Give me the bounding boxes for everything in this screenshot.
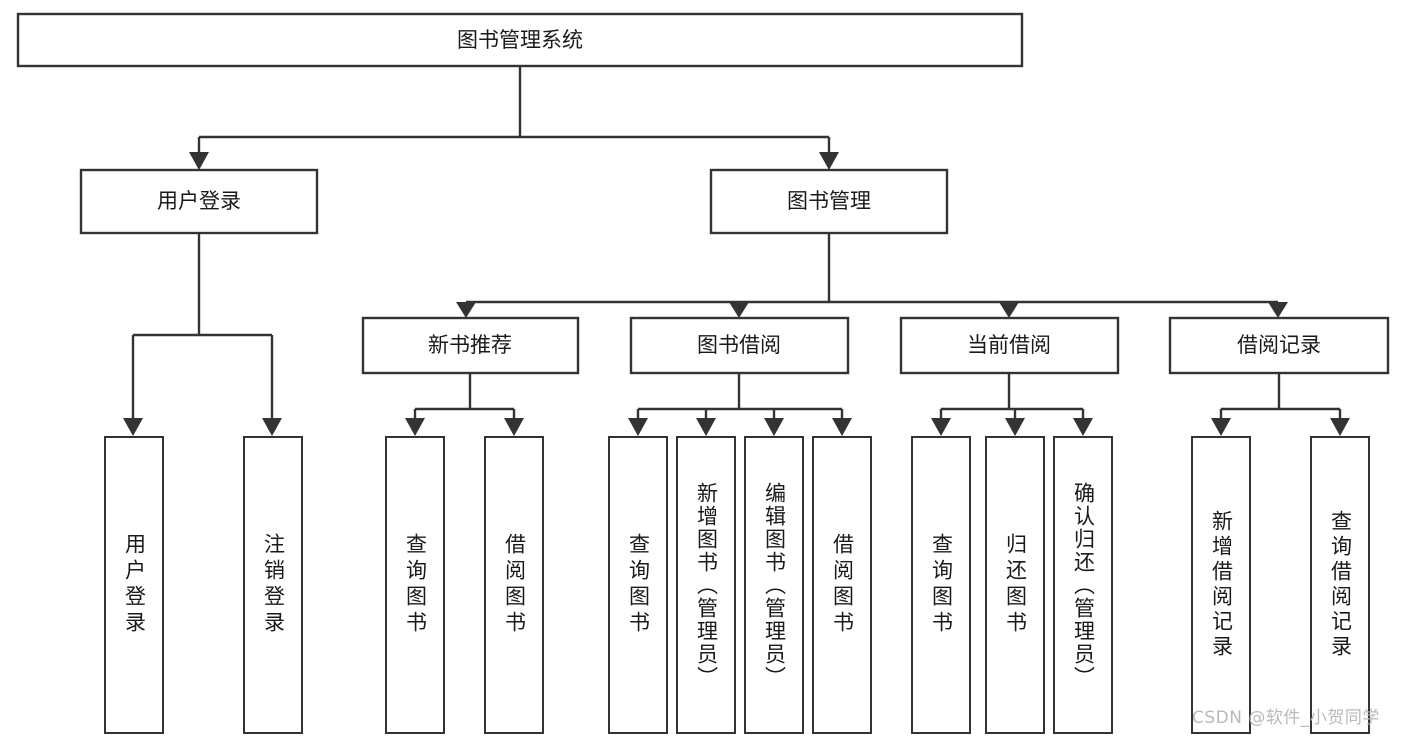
horizontal-nodes-layer: 图书管理系统 用户登录 图书管理 新书推荐 图书借阅 当前借阅 [16,12,1390,375]
leaf-borrow-book[interactable]: 借阅图书 [812,436,872,734]
leaf-confirm-return[interactable]: 确认归还（管理员） [1053,436,1113,734]
connector-borrow-to-leaves [628,373,852,436]
leaf-add-borrow-record-label: 新增借阅记录 [1209,510,1234,660]
leaf-add-book-label: 新增图书（管理员） [694,481,719,689]
node-user-login[interactable]: 用户登录 [79,168,319,235]
leaf-edit-book-label: 编辑图书（管理员） [762,481,787,689]
connector-root-to-level2 [189,66,839,170]
node-new-book-recommend[interactable]: 新书推荐 [361,316,580,375]
leaf-borrow-book-label: 借阅图书 [830,533,855,637]
leaf-logout-label: 注销登录 [261,533,286,637]
leaf-logout[interactable]: 注销登录 [243,436,303,734]
node-borrow-record-label: 借阅记录 [1237,333,1321,357]
leaf-confirm-return-label: 确认归还（管理员） [1071,481,1096,689]
connector-book-manage-to-level3 [456,233,1288,318]
leaf-query-book-current[interactable]: 查询图书 [911,436,971,734]
node-borrow-record[interactable]: 借阅记录 [1168,316,1390,375]
leaf-user-login[interactable]: 用户登录 [104,436,164,734]
node-user-login-label: 用户登录 [157,189,241,213]
leaf-query-book-borrow[interactable]: 查询图书 [608,436,668,734]
leaf-query-book-current-label: 查询图书 [929,533,954,637]
leaf-query-borrow-record[interactable]: 查询借阅记录 [1310,436,1370,734]
node-current-borrow[interactable]: 当前借阅 [899,316,1120,375]
leaf-return-book-label: 归还图书 [1003,533,1028,637]
connector-record-to-leaves [1211,373,1350,436]
node-book-borrow-label: 图书借阅 [697,333,781,357]
leaf-add-book[interactable]: 新增图书（管理员） [676,436,736,734]
leaf-add-borrow-record[interactable]: 新增借阅记录 [1191,436,1251,734]
leaf-borrow-book-recommend-label: 借阅图书 [502,533,527,637]
node-book-manage-label: 图书管理 [787,189,871,213]
leaf-query-book-recommend-label: 查询图书 [403,533,428,637]
connector-current-to-leaves [931,373,1093,436]
leaf-query-book-borrow-label: 查询图书 [626,533,651,637]
leaf-query-book-recommend[interactable]: 查询图书 [385,436,445,734]
node-book-borrow[interactable]: 图书借阅 [629,316,850,375]
connector-user-login-to-leaves [123,233,282,436]
leaf-borrow-book-recommend[interactable]: 借阅图书 [484,436,544,734]
connector-recommend-to-leaves [405,373,524,436]
node-root-label: 图书管理系统 [457,28,583,52]
node-book-manage[interactable]: 图书管理 [709,168,949,235]
connectors-layer [123,66,1350,436]
node-new-book-recommend-label: 新书推荐 [428,333,512,357]
node-current-borrow-label: 当前借阅 [967,333,1051,357]
leaf-query-borrow-record-label: 查询借阅记录 [1328,510,1353,660]
leaf-return-book[interactable]: 归还图书 [985,436,1045,734]
leaf-user-login-label: 用户登录 [122,533,147,637]
node-root[interactable]: 图书管理系统 [16,12,1024,68]
leaf-edit-book[interactable]: 编辑图书（管理员） [744,436,804,734]
